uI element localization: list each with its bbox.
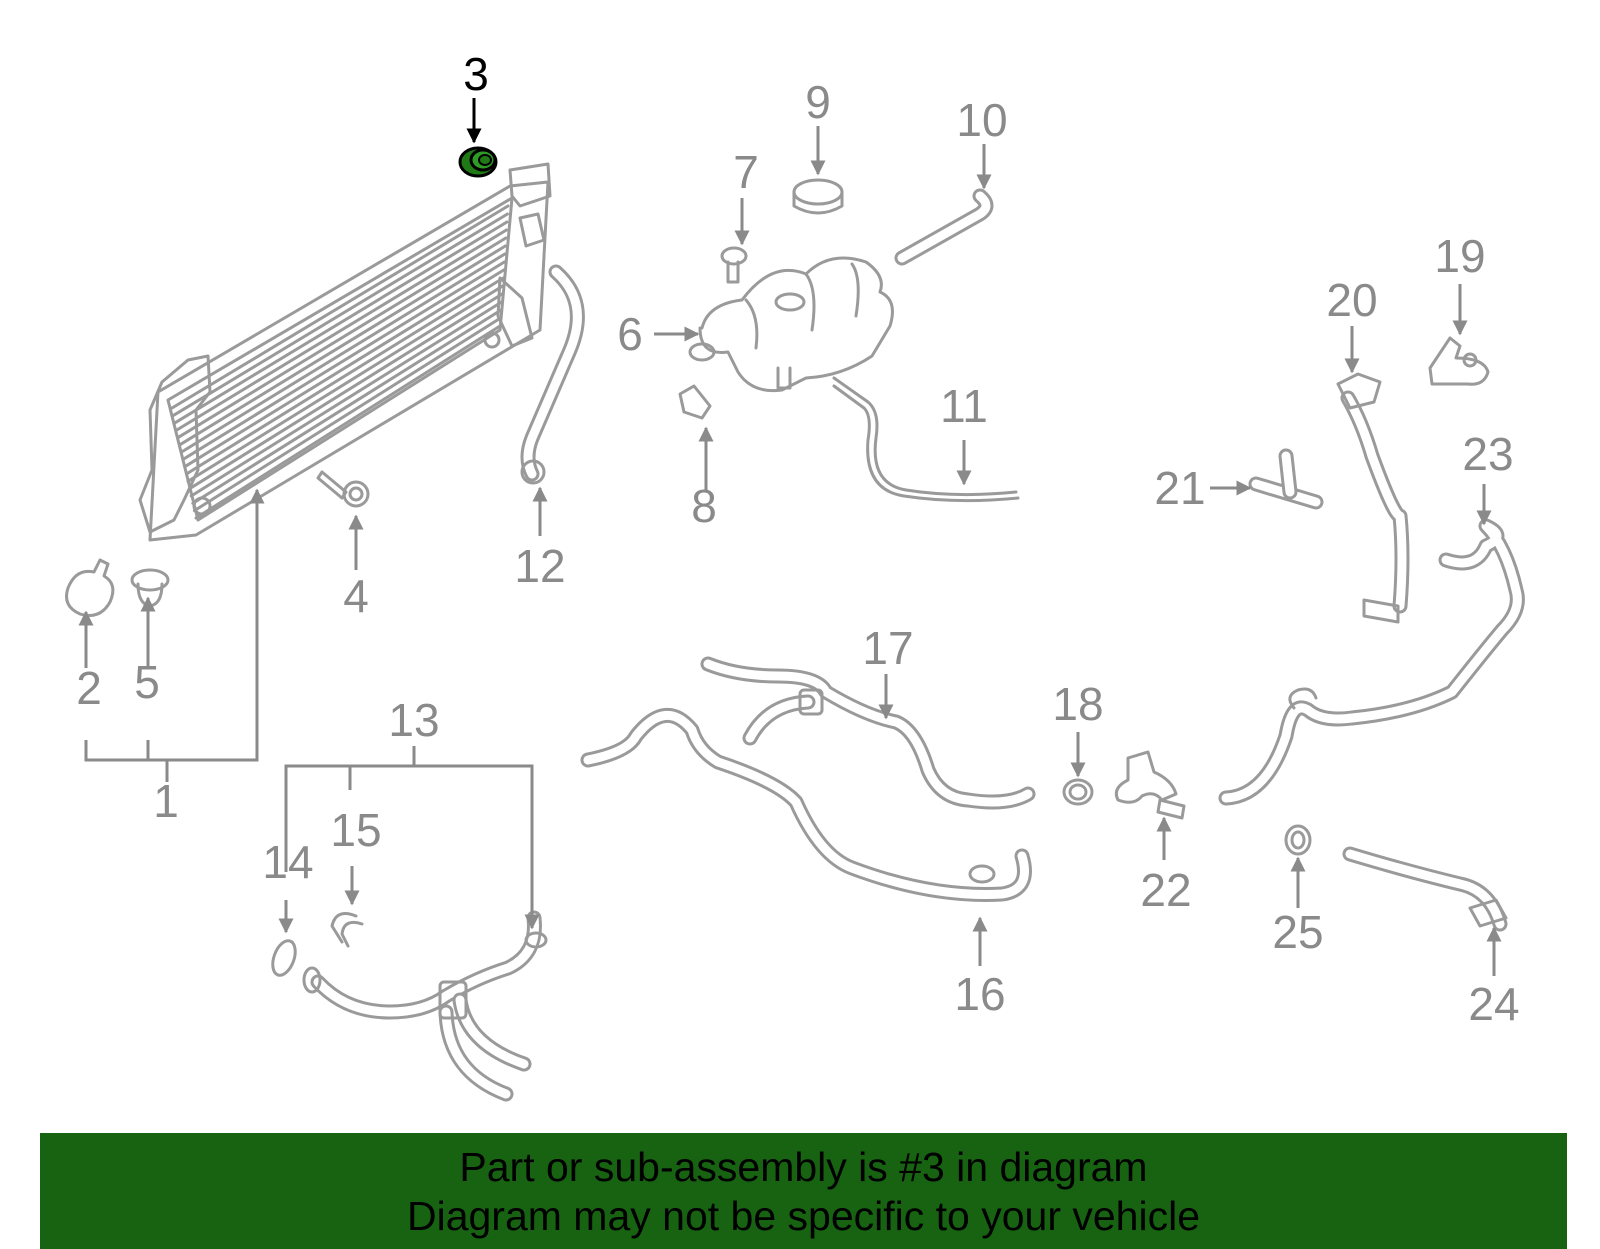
- info-banner: Part or sub-assembly is #3 in diagram Di…: [40, 1133, 1567, 1249]
- radiator-fin: [178, 244, 507, 447]
- callout-13[interactable]: 13: [388, 694, 439, 746]
- radiator-fin: [175, 228, 508, 432]
- cap-part-9[interactable]: [792, 178, 844, 215]
- clip-part-8[interactable]: [678, 384, 712, 420]
- radiator-fin: [170, 204, 510, 410]
- banner-line-2: Diagram may not be specific to your vehi…: [406, 1193, 1200, 1239]
- callout-1[interactable]: 1: [153, 775, 179, 827]
- callout-6[interactable]: 6: [617, 308, 643, 360]
- callout-19[interactable]: 19: [1434, 230, 1485, 282]
- upper-hose-part-12[interactable]: [520, 264, 585, 485]
- hose-part-20[interactable]: [1336, 372, 1410, 624]
- callout-7[interactable]: 7: [733, 146, 759, 198]
- hose-assembly-part-13[interactable]: [302, 910, 548, 1102]
- callout-9[interactable]: 9: [805, 76, 831, 128]
- clamp-part-25[interactable]: [1284, 824, 1312, 856]
- heater-hose-part-17[interactable]: [700, 656, 1036, 810]
- vent-hose-part-10[interactable]: [894, 188, 994, 266]
- callout-2[interactable]: 2: [76, 662, 102, 714]
- tee-fitting-part-21[interactable]: [1248, 448, 1324, 510]
- callout-16[interactable]: 16: [954, 968, 1005, 1020]
- callout-17[interactable]: 17: [862, 622, 913, 674]
- banner-line-1: Part or sub-assembly is #3 in diagram: [459, 1144, 1148, 1190]
- radiator[interactable]: [138, 162, 552, 542]
- heater-hose-part-16[interactable]: [580, 707, 1032, 902]
- radiator-fin: [184, 276, 505, 476]
- bolt-part-4[interactable]: [316, 470, 370, 508]
- callout-25[interactable]: 25: [1272, 906, 1323, 958]
- radiator-fins: [170, 204, 510, 520]
- hose-part-23[interactable]: [1218, 518, 1525, 806]
- bolt-part-7[interactable]: [720, 246, 748, 284]
- leader-lines: [78, 98, 1502, 976]
- radiator-fin: [173, 220, 509, 425]
- callout-14[interactable]: 14: [262, 836, 313, 888]
- callout-21[interactable]: 21: [1154, 462, 1205, 514]
- radiator-fin: [189, 300, 504, 498]
- coolant-reservoir-part-6[interactable]: [688, 256, 894, 393]
- callout-10[interactable]: 10: [956, 94, 1007, 146]
- callout-5[interactable]: 5: [134, 656, 160, 708]
- callout-20[interactable]: 20: [1326, 274, 1377, 326]
- callout-4[interactable]: 4: [343, 570, 369, 622]
- callout-15[interactable]: 15: [330, 804, 381, 856]
- radiator-fin: [186, 284, 505, 483]
- bracket-part-19[interactable]: [1428, 336, 1490, 386]
- radiator-fin: [194, 324, 502, 520]
- radiator-fin: [183, 268, 506, 469]
- tube-part-24[interactable]: [1342, 846, 1508, 932]
- grommet-part-3[interactable]: [458, 146, 498, 178]
- radiator-fin: [191, 308, 503, 505]
- isolator-part-5[interactable]: [130, 568, 170, 608]
- clamp-part-18[interactable]: [1062, 778, 1094, 806]
- overflow-line-part-11[interactable]: [832, 376, 1020, 503]
- callout-12[interactable]: 12: [514, 540, 565, 592]
- callout-8[interactable]: 8: [691, 480, 717, 532]
- o-ring-part-14[interactable]: [268, 938, 299, 979]
- callout-labels: 3 1 2 5 4 12 6 7 8 9 10 11 13 14 15 16 1…: [76, 48, 1519, 1030]
- bracket-part-2[interactable]: [65, 558, 115, 617]
- radiator-fin: [181, 260, 506, 461]
- callout-22[interactable]: 22: [1140, 864, 1191, 916]
- radiator-fin: [176, 236, 508, 439]
- callout-18[interactable]: 18: [1052, 678, 1103, 730]
- radiator-fin: [188, 292, 504, 491]
- radiator-fin: [180, 252, 507, 454]
- radiator-fin: [172, 212, 509, 417]
- radiator-fin: [192, 316, 503, 513]
- callout-23[interactable]: 23: [1462, 428, 1513, 480]
- clip-part-15[interactable]: [330, 912, 364, 948]
- connector-part-22[interactable]: [1114, 750, 1186, 820]
- callout-24[interactable]: 24: [1468, 978, 1519, 1030]
- callout-11[interactable]: 11: [940, 380, 988, 432]
- callout-3[interactable]: 3: [463, 48, 489, 100]
